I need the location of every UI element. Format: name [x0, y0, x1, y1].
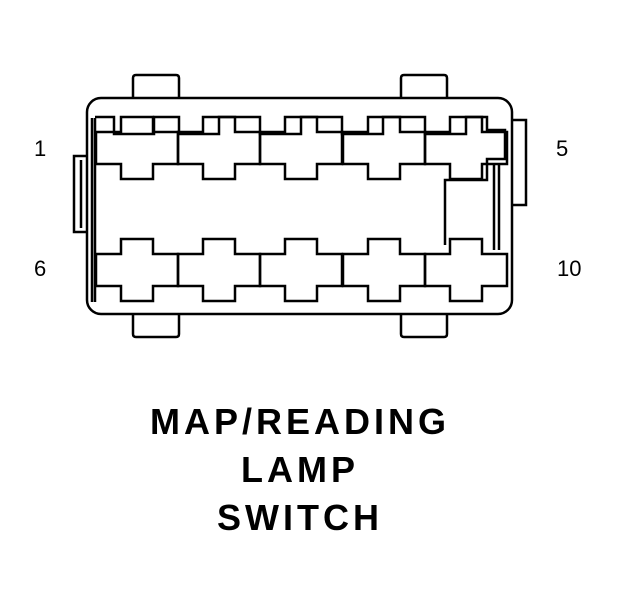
cavity-row-top: [95, 115, 507, 245]
pin-cavity-5: [423, 115, 509, 181]
title-line-3: SWITCH: [217, 497, 383, 538]
pin-cavity-3: [258, 115, 344, 181]
pin-label-10: 10: [557, 256, 582, 281]
pin-label-5: 5: [556, 136, 569, 161]
title-line-1: MAP/READING: [149, 401, 450, 442]
side-tab-right: [512, 118, 528, 207]
inner-wall: [90, 118, 501, 302]
pin-cavity-2: [176, 115, 262, 181]
connector-body: [72, 73, 528, 339]
latch-bottom-left: [131, 314, 181, 339]
pin-cavity-4: [341, 115, 427, 181]
housing-outline: [85, 96, 514, 316]
pin-cavity-10: [423, 237, 509, 303]
pin-cavity-9: [341, 237, 427, 303]
pin-cavity-1: [94, 115, 180, 181]
pin-cavities: [94, 115, 509, 303]
pin-cavity-6: [94, 237, 180, 303]
title-line-2: LAMP: [241, 449, 359, 490]
pin-label-6: 6: [34, 256, 47, 281]
side-tab-left: [72, 154, 87, 234]
pin-label-1: 1: [34, 136, 47, 161]
pin-cavity-7: [176, 237, 262, 303]
pin-cavity-8: [258, 237, 344, 303]
latch-bottom-right: [399, 314, 449, 339]
latch-top-left: [131, 73, 181, 98]
latch-top-right: [399, 73, 449, 98]
